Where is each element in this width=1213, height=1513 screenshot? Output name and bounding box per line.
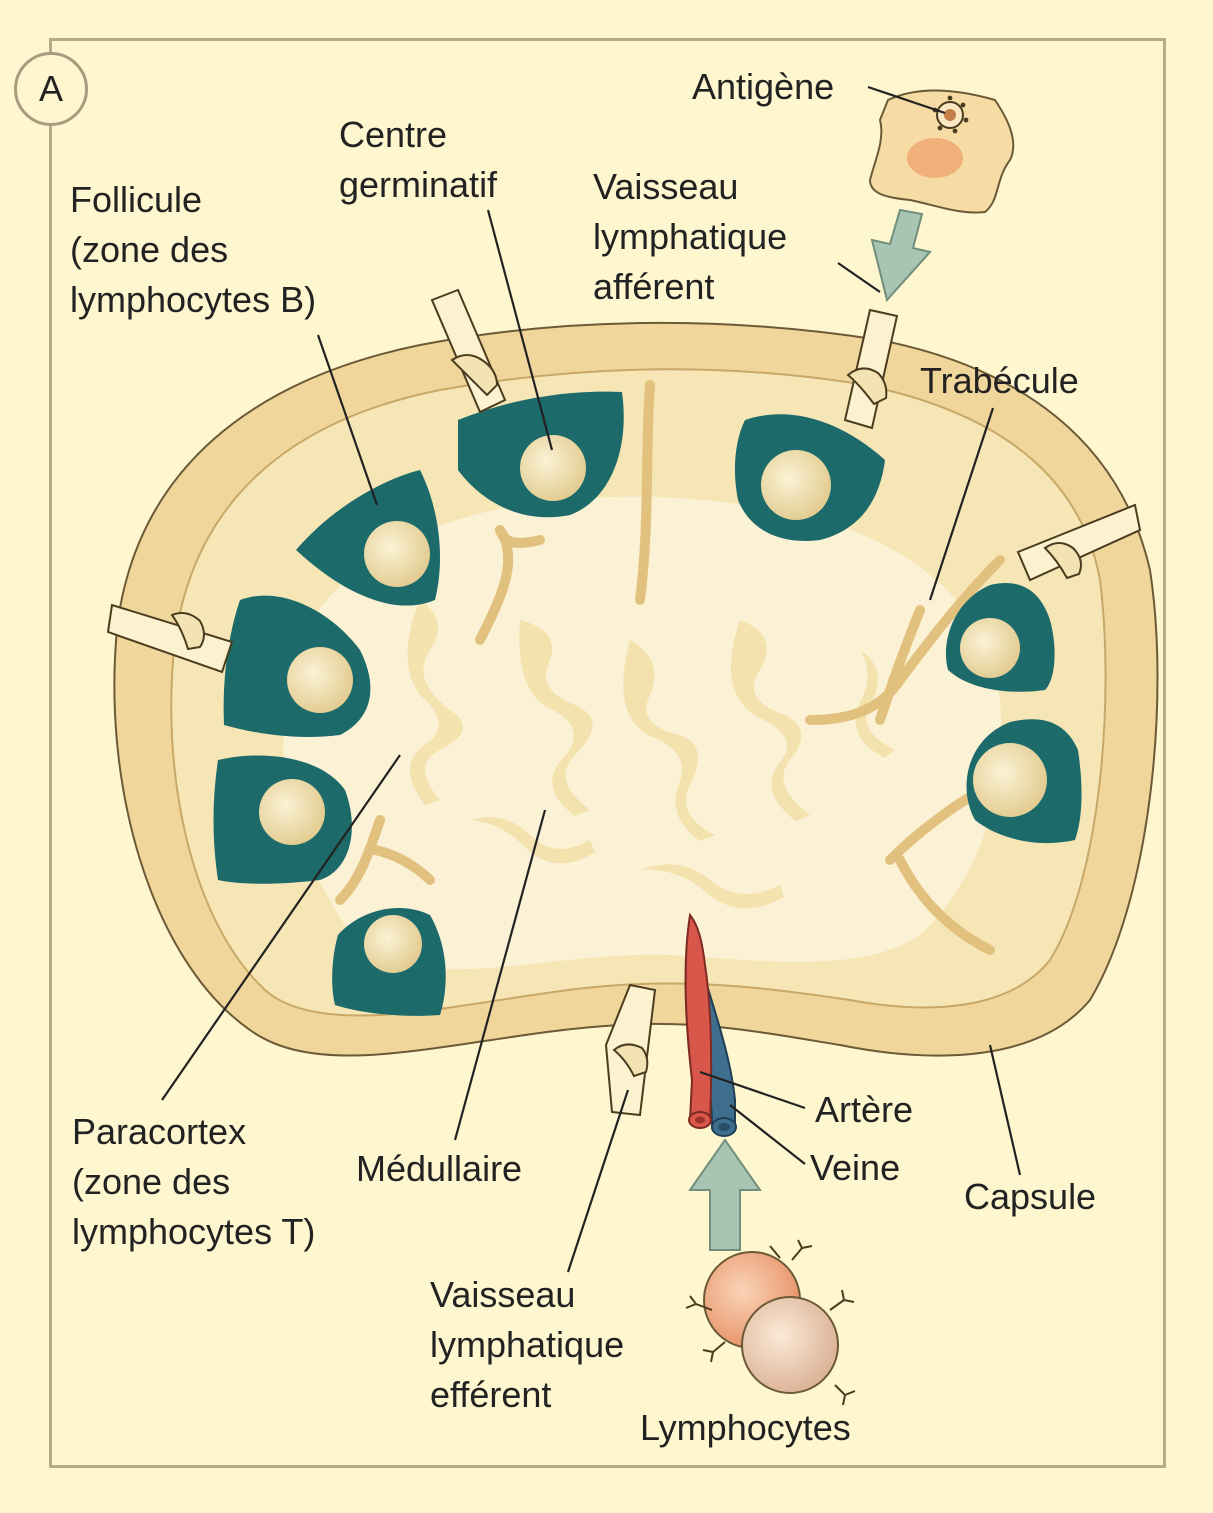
label-medulla: Médullaire <box>356 1144 522 1194</box>
arrow-down <box>872 210 930 300</box>
leader-afferent <box>838 263 880 292</box>
panel-letter-badge: A <box>14 52 88 126</box>
antigen-cell <box>870 91 1013 213</box>
germinal-center-8 <box>973 743 1047 817</box>
leader-capsule <box>990 1045 1020 1175</box>
label-paracortex: Paracortex (zone des lymphocytes T) <box>72 1107 315 1257</box>
label-lymphocytes: Lymphocytes <box>640 1403 851 1453</box>
leader-vein <box>730 1105 805 1164</box>
label-germinal-center: Centre germinatif <box>339 110 497 210</box>
germinal-center-4 <box>259 779 325 845</box>
germinal-center-7 <box>960 618 1020 678</box>
germinal-center-1 <box>520 435 586 501</box>
label-artery: Artère <box>815 1085 913 1135</box>
label-afferent-vessel: Vaisseau lymphatique afférent <box>593 162 787 312</box>
germinal-center-5 <box>364 915 422 973</box>
label-capsule: Capsule <box>964 1172 1096 1222</box>
leader-efferent <box>568 1090 628 1272</box>
label-efferent-vessel: Vaisseau lymphatique efférent <box>430 1270 624 1420</box>
label-trabecula: Trabécule <box>920 356 1079 406</box>
label-follicle: Follicule (zone des lymphocytes B) <box>70 175 316 325</box>
arrow-up <box>690 1140 760 1250</box>
lymphocytes-cells <box>686 1240 855 1405</box>
germinal-center-6 <box>761 450 831 520</box>
germinal-center-2 <box>364 521 430 587</box>
germinal-center-3 <box>287 647 353 713</box>
label-vein: Veine <box>810 1143 900 1193</box>
label-antigen: Antigène <box>692 62 834 112</box>
